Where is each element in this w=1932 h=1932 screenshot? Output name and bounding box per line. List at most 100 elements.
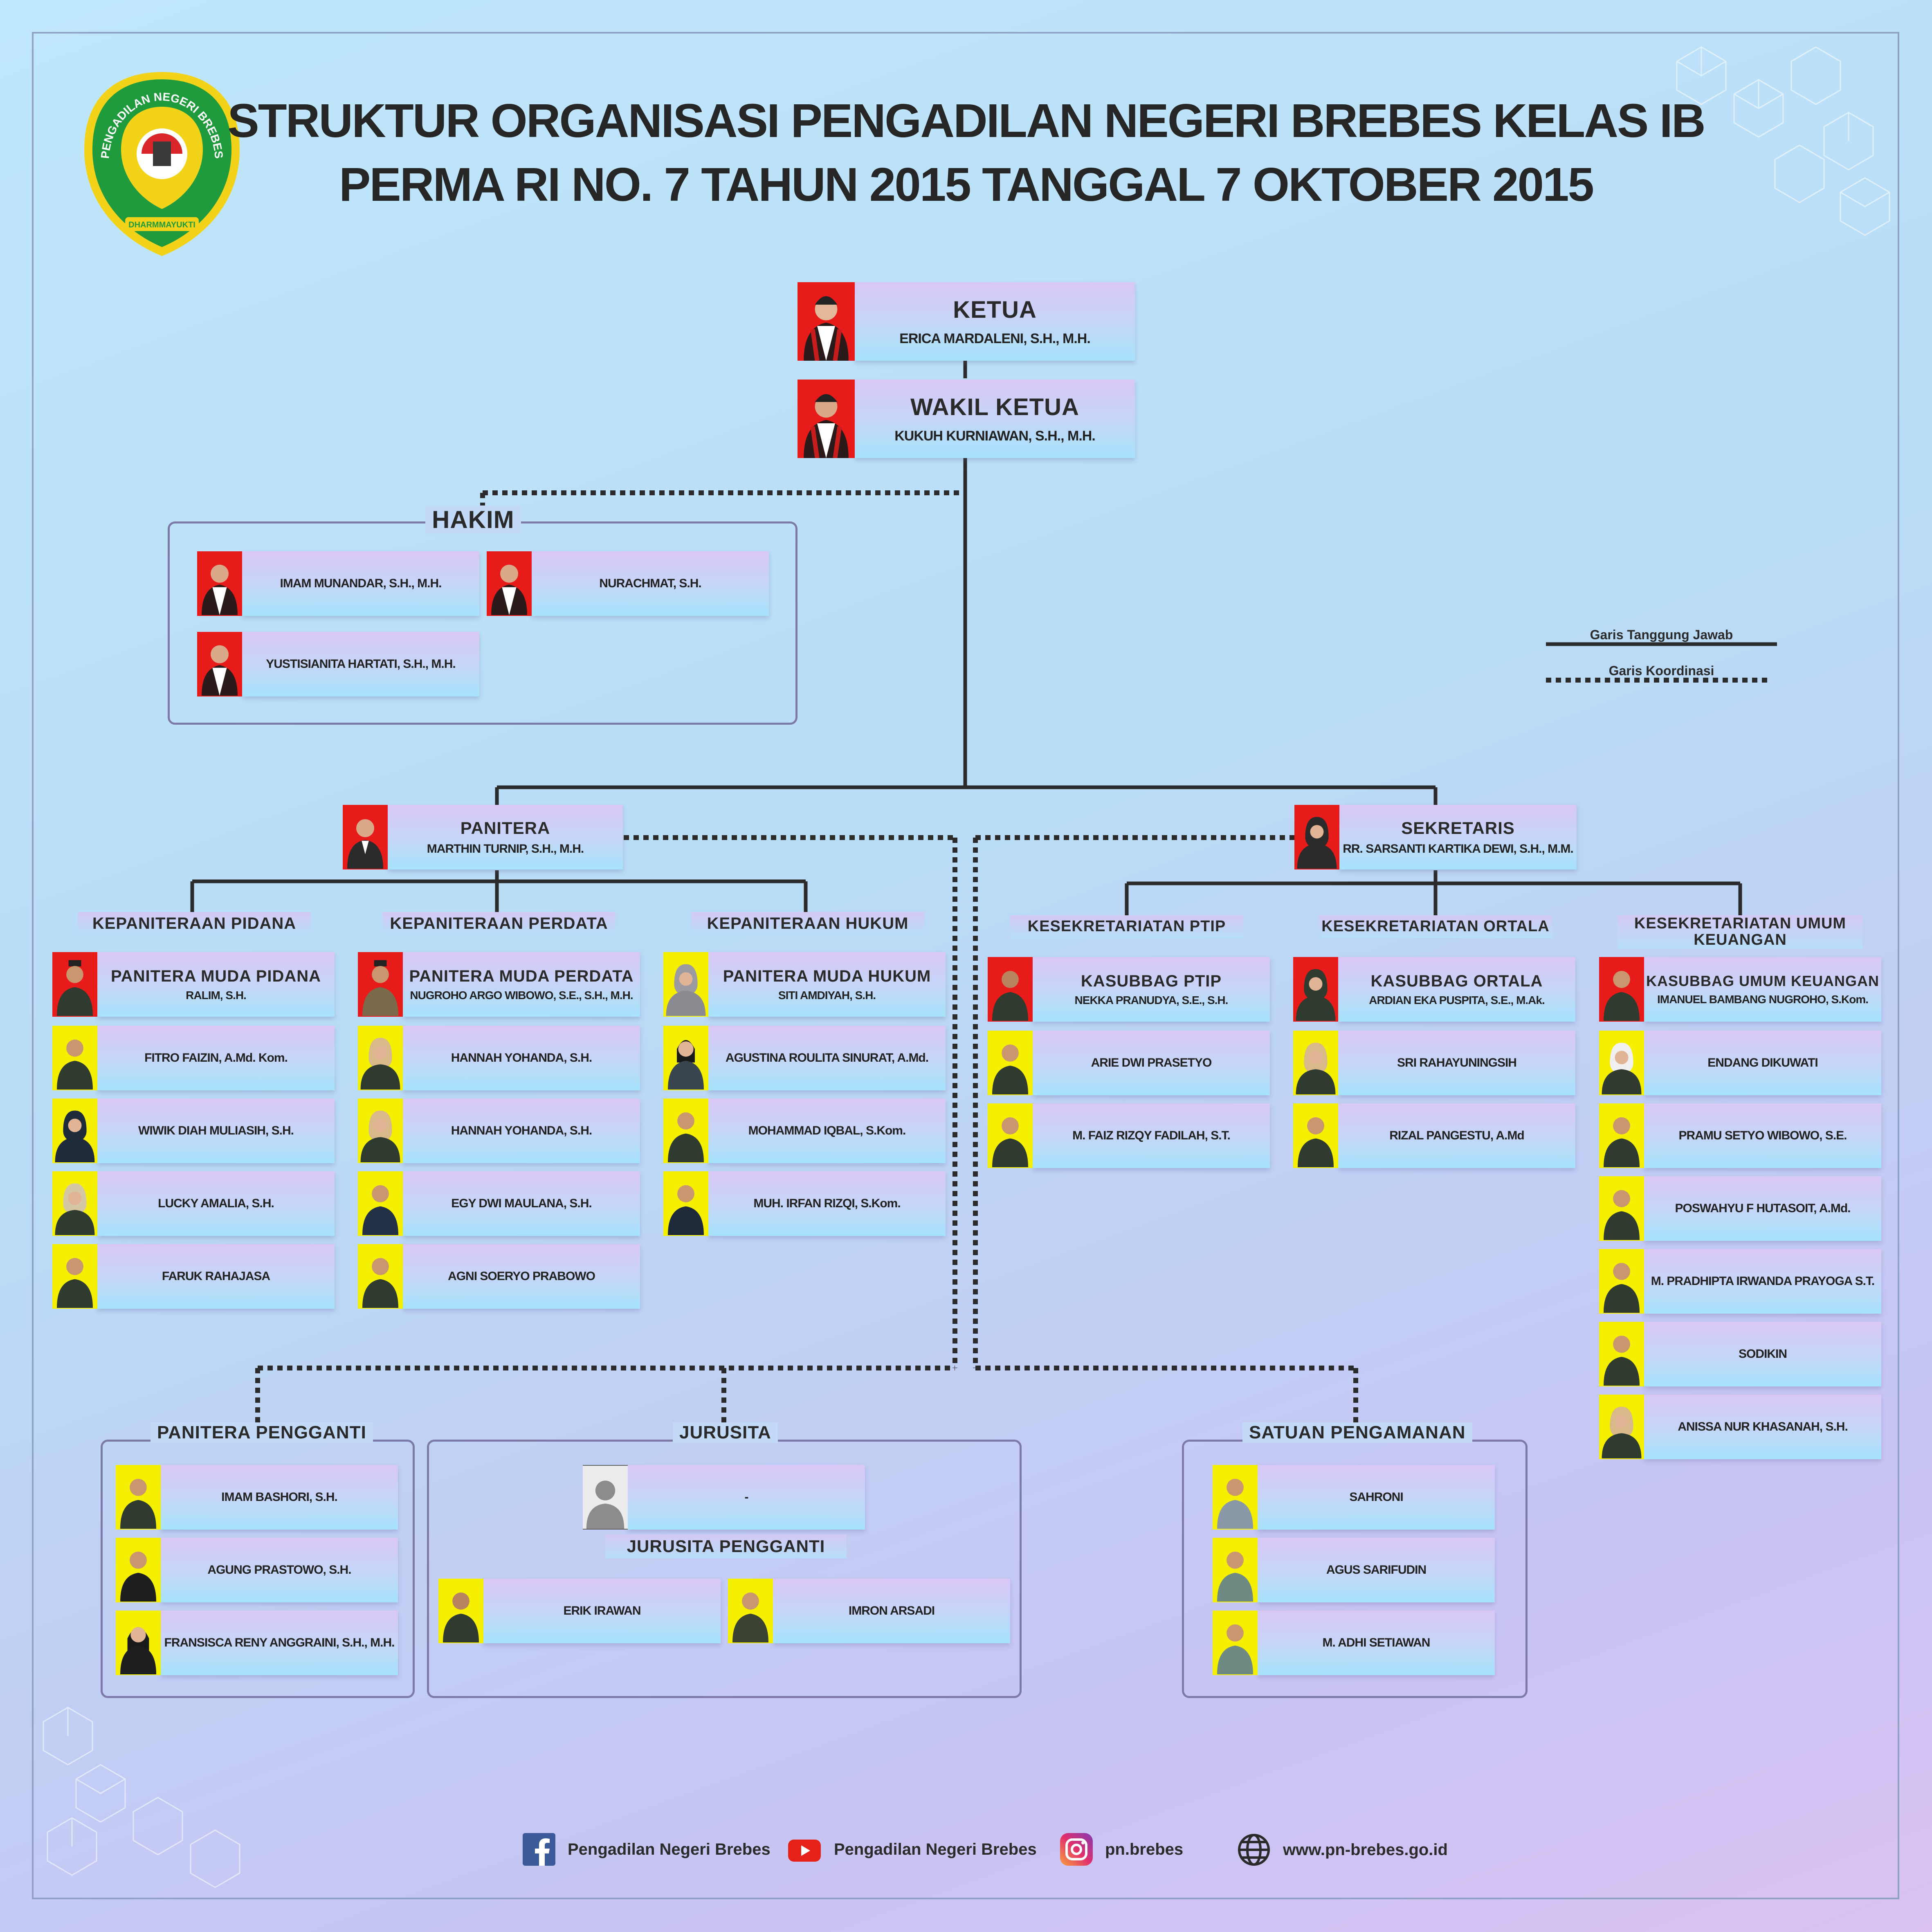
- hakim-name: IMAM MUNANDAR, S.H., M.H.: [280, 577, 442, 590]
- uniform-figure: [57, 960, 93, 1016]
- footer-instagram[interactable]: pn.brebes: [1060, 1833, 1183, 1866]
- uniform-figure: [120, 1627, 156, 1674]
- person-photo: [116, 1611, 161, 1675]
- person-photo: [1599, 1176, 1644, 1241]
- staff-card: FARUK RAHAJASA: [52, 1244, 335, 1309]
- footer-website[interactable]: www.pn-brebes.go.id: [1237, 1833, 1448, 1867]
- staff-card: M. PRADHIPTA IRWANDA PRAYOGA S.T.: [1599, 1249, 1881, 1314]
- uniform-figure: [992, 1044, 1028, 1094]
- panitera-name: MARTHIN TURNIP, S.H., M.H.: [427, 842, 584, 856]
- panitera-pengganti-title: PANITERA PENGGANTI: [151, 1422, 373, 1443]
- uniform-figure: [992, 1117, 1028, 1167]
- page-frame: [32, 32, 1899, 1899]
- panmud-hukum-name: SITI AMDIYAH, S.H.: [778, 988, 876, 1002]
- hijab-figure: [360, 1038, 400, 1090]
- kesekretariatan-ptip-label: KESEKRETARIATAN PTIP: [1010, 915, 1243, 938]
- person-photo: [197, 551, 242, 616]
- uniform-figure: [668, 1185, 704, 1235]
- uniform-figure: [57, 1039, 93, 1090]
- youtube-icon: [788, 1840, 821, 1862]
- staff-name: AGNI SOERYO PRABOWO: [448, 1269, 595, 1283]
- person-photo: [52, 1026, 97, 1090]
- robe-figure: [491, 564, 527, 615]
- person-photo: [1599, 957, 1644, 1022]
- placeholder-avatar-icon: [583, 1466, 628, 1529]
- logo-motto: DHARMMAYUKTI: [128, 220, 195, 229]
- facebook-icon: [523, 1833, 555, 1866]
- kepaniteraan-hukum-label: KEPANITERAAN HUKUM: [691, 912, 924, 935]
- person-photo: [197, 632, 242, 696]
- person-photo: [1213, 1465, 1258, 1530]
- website-label: www.pn-brebes.go.id: [1283, 1840, 1448, 1859]
- robe-figure: [804, 296, 849, 361]
- hakim-title: HAKIM: [425, 505, 521, 534]
- umum-label-line1: KESEKRETARIATAN UMUM: [1634, 915, 1847, 932]
- person-photo: [1599, 1322, 1644, 1386]
- staff-card: ARIE DWI PRASETYO: [988, 1031, 1270, 1095]
- hijab-figure: [666, 964, 706, 1016]
- panmud-perdata-name: NUGROHO ARGO WIBOWO, S.E., S.H., M.H.: [410, 988, 633, 1002]
- pengganti-name: FRANSISCA RENY ANGGRAINI, S.H., M.H.: [164, 1636, 395, 1649]
- staff-card: MOHAMMAD IQBAL, S.Kom.: [663, 1099, 946, 1163]
- satpam-name: SAHRONI: [1349, 1490, 1403, 1504]
- staff-name: PRAMU SETYO WIBOWO, S.E.: [1678, 1129, 1847, 1142]
- kasubbag-ptip-role: KASUBBAG PTIP: [1081, 972, 1222, 990]
- staff-name: SODIKIN: [1738, 1347, 1787, 1361]
- staff-card: SODIKIN: [1599, 1322, 1881, 1386]
- person-photo: [1294, 805, 1339, 869]
- person-photo: [343, 805, 388, 869]
- staff-card: HANNAH YOHANDA, S.H.: [358, 1099, 640, 1163]
- staff-name: ANISSA NUR KHASANAH, S.H.: [1678, 1420, 1848, 1433]
- person-photo: [358, 1099, 403, 1163]
- staff-card: RIZAL PANGESTU, A.Md: [1293, 1103, 1575, 1168]
- person-photo: [583, 1465, 628, 1530]
- staff-card: EGY DWI MAULANA, S.H.: [358, 1171, 640, 1236]
- staff-card: ANISSA NUR KHASANAH, S.H.: [1599, 1395, 1881, 1459]
- staff-card: SRI RAHAYUNINGSIH: [1293, 1031, 1575, 1095]
- uniform-figure: [1604, 1117, 1640, 1167]
- panitera-role: PANITERA: [460, 818, 550, 838]
- robe-figure: [804, 394, 849, 458]
- kasubbag-umum-name: IMANUEL BAMBANG NUGROHO, S.Kom.: [1657, 993, 1869, 1006]
- jurusita-pengganti-label: JURUSITA PENGGANTI: [605, 1534, 847, 1558]
- footer-youtube[interactable]: Pengadilan Negeri Brebes: [787, 1833, 1037, 1866]
- kesekretariatan-ortala-label: KESEKRETARIATAN ORTALA: [1319, 915, 1552, 938]
- staff-card: HANNAH YOHANDA, S.H.: [358, 1026, 640, 1090]
- staff-name: SRI RAHAYUNINGSIH: [1397, 1056, 1517, 1069]
- uniform-figure: [362, 1258, 398, 1308]
- uniform-figure: [57, 1258, 93, 1308]
- panmud-perdata-card: PANITERA MUDA PERDATA NUGROHO ARGO WIBOWO…: [358, 952, 640, 1017]
- uniform-figure: [1298, 1117, 1334, 1167]
- staff-card: LUCKY AMALIA, S.H.: [52, 1171, 335, 1236]
- person-photo: [988, 1031, 1033, 1095]
- person-photo: [1293, 957, 1338, 1022]
- uniform-figure: [120, 1551, 156, 1602]
- staff-name: HANNAH YOHANDA, S.H.: [451, 1051, 592, 1065]
- staff-name: LUCKY AMALIA, S.H.: [158, 1197, 274, 1210]
- uniform-figure: [1604, 970, 1640, 1021]
- uniform-figure: [443, 1592, 479, 1642]
- globe-icon: [1238, 1834, 1270, 1866]
- instagram-label: pn.brebes: [1105, 1840, 1184, 1858]
- kepaniteraan-pidana-label: KEPANITERAAN PIDANA: [78, 912, 311, 935]
- person-photo: [1599, 1395, 1644, 1459]
- footer-facebook[interactable]: Pengadilan Negeri Brebes: [523, 1833, 771, 1866]
- panmud-perdata-role: PANITERA MUDA PERDATA: [409, 967, 634, 985]
- staff-name: AGUSTINA ROULITA SINURAT, A.Md.: [725, 1051, 929, 1065]
- hakim-name: YUSTISIANITA HARTATI, S.H., M.H.: [266, 657, 456, 671]
- person-photo: [1293, 1031, 1338, 1095]
- person-photo: [798, 282, 855, 361]
- satpam-name: AGUS SARIFUDIN: [1326, 1563, 1427, 1577]
- person-photo: [116, 1465, 161, 1530]
- satpam-card: AGUS SARIFUDIN: [1213, 1538, 1495, 1602]
- staff-name: FITRO FAIZIN, A.Md. Kom.: [144, 1051, 288, 1065]
- robe-figure: [202, 564, 238, 615]
- staff-name: HANNAH YOHANDA, S.H.: [451, 1124, 592, 1137]
- person-photo: [728, 1579, 773, 1643]
- staff-name: RIZAL PANGESTU, A.Md: [1389, 1129, 1524, 1142]
- hijab-figure: [1296, 1042, 1336, 1094]
- sekretaris-role: SEKRETARIS: [1401, 818, 1515, 838]
